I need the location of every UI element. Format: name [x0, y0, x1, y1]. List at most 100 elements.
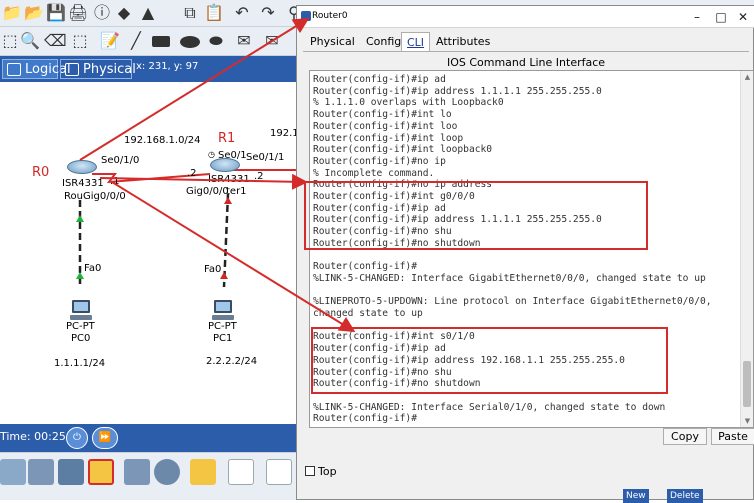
scroll-thumb[interactable]: [743, 361, 751, 407]
logical-tab-label: Logical: [25, 62, 71, 77]
console-cable-icon[interactable]: [228, 459, 254, 485]
cli-line: Router(config-if)#int g0/0/0: [313, 191, 475, 203]
device-category-multiuser-icon[interactable]: [154, 459, 180, 485]
cursor-coords: x: 231, y: 97: [136, 61, 199, 72]
new-button[interactable]: New: [623, 489, 649, 503]
pc0[interactable]: [70, 300, 92, 320]
select-icon[interactable]: ⬚: [2, 31, 18, 50]
cli-line: Router(config-if)#: [313, 413, 417, 425]
logical-view-tab[interactable]: Logical: [2, 59, 71, 79]
resize-icon[interactable]: ⬚: [72, 31, 88, 50]
zoom-icon[interactable]: ⚲: [288, 3, 300, 22]
draw-rectangle-icon[interactable]: [152, 36, 170, 47]
scroll-up-icon[interactable]: ▲: [744, 73, 751, 81]
highlight-box-gig: [304, 181, 648, 250]
device-palette: [0, 452, 300, 500]
pc0-network-label: 1.1.1.1/24: [54, 358, 106, 369]
pc1-port-label: Fa0: [204, 264, 222, 275]
cli-line: Router(config-if)#int lo: [313, 109, 452, 121]
checkbox-box[interactable]: [305, 466, 315, 476]
folder-icon[interactable]: 📂: [24, 3, 44, 22]
paste-button[interactable]: Paste: [711, 428, 754, 445]
cli-scrollbar[interactable]: ▲ ▼: [740, 71, 753, 427]
open-folder-icon[interactable]: 📁: [2, 3, 22, 22]
pc1[interactable]: [212, 300, 234, 320]
window-title: Router0: [312, 11, 348, 21]
network-icon[interactable]: ◆: [117, 3, 131, 22]
copy-icon[interactable]: ⧉: [184, 3, 196, 22]
cli-line: Router(config-if)#no ip: [313, 155, 446, 167]
tab-physical[interactable]: Physical: [310, 35, 355, 48]
pc0-port-label: Fa0: [84, 263, 102, 274]
power-cycle-button[interactable]: ⏻: [66, 427, 88, 449]
simple-pdu-icon[interactable]: ✉: [237, 31, 251, 50]
scroll-down-icon[interactable]: ▼: [744, 417, 751, 425]
pc1-network-label: 2.2.2.2/24: [206, 356, 258, 367]
cli-line: Router(config-if)#ip ad: [313, 202, 446, 214]
r0-gig-label: Gig0/0/0: [83, 191, 126, 202]
automatic-connection-icon[interactable]: [190, 459, 216, 485]
copper-straight-icon[interactable]: [266, 459, 292, 485]
device-category-connections-icon[interactable]: [88, 459, 114, 485]
pc1-name-label: PC1: [213, 333, 233, 344]
router-r1[interactable]: [210, 158, 240, 172]
tab-cli[interactable]: CLI: [401, 32, 431, 51]
tab-config[interactable]: Config: [366, 35, 402, 48]
window-titlebar[interactable]: Router0 – □ ✕: [297, 6, 754, 28]
physical-view-tab[interactable]: Physical: [60, 59, 136, 79]
redo-icon[interactable]: ↷: [261, 3, 275, 22]
close-icon[interactable]: ✕: [737, 10, 749, 24]
device-category-end-icon[interactable]: [28, 459, 54, 485]
cli-line: [313, 250, 738, 262]
delete-button[interactable]: Delete: [667, 489, 703, 503]
print-icon[interactable]: 🖨: [68, 3, 89, 22]
tab-divider: [303, 51, 749, 52]
cli-line: Router(config-if)#int s0/1/0: [313, 331, 475, 343]
cli-line: Router(config-if)#no shu: [313, 366, 452, 378]
cli-line: Router(config-if)#ip address 192.168.1.1…: [313, 354, 625, 366]
router-r0[interactable]: [67, 160, 97, 174]
pc0-name-label: PC0: [71, 333, 91, 344]
r1-ip-suffix-2: .2: [254, 171, 264, 182]
note-icon[interactable]: 📝: [100, 31, 120, 50]
undo-icon[interactable]: ↶: [235, 3, 249, 22]
cli-line: % 1.1.1.0 overlaps with Loopback0: [313, 97, 504, 109]
view-bar: Logical Physical x: 231, y: 97: [0, 56, 300, 82]
r1-clock-icon: ◷: [208, 150, 215, 159]
maximize-icon[interactable]: □: [715, 10, 727, 24]
complex-pdu-icon[interactable]: ✉: [265, 31, 279, 50]
cli-line: Router(config-if)#no shu: [313, 226, 452, 238]
cli-line: Router(config-if)#: [313, 261, 417, 273]
top-checkbox[interactable]: Top: [305, 465, 337, 478]
time-bar: Time: 00:25:47 ⏻ ⏩: [0, 424, 300, 452]
r1-name-label: R1: [218, 131, 236, 146]
link-status-pc0: [76, 272, 84, 279]
pc1-type-label: PC-PT: [208, 321, 237, 332]
device-category-components-icon[interactable]: [58, 459, 84, 485]
r1-gig-label: Gig0/0/0: [186, 186, 229, 197]
info-icon[interactable]: ⓘ: [93, 3, 110, 22]
copy-button[interactable]: Copy: [663, 428, 707, 445]
fast-forward-button[interactable]: ⏩: [92, 427, 118, 449]
cli-line: [313, 285, 738, 297]
network-label-left: 192.168.1.0/24: [124, 135, 201, 146]
device-category-misc-icon[interactable]: [124, 459, 150, 485]
highlight-box-serial: [311, 327, 668, 394]
inspect-icon[interactable]: 🔍: [20, 31, 40, 50]
save-icon[interactable]: 💾: [46, 3, 66, 22]
draw-ellipse-icon[interactable]: [180, 36, 200, 48]
cli-line: %LINK-5-CHANGED: Interface Serial0/1/0, …: [313, 401, 666, 413]
activity-wizard-icon[interactable]: ▲: [141, 3, 155, 22]
tool-toolbar: ⬚ 🔍 ⌫ ⬚ 📝 ╱ ⬬ ✉ ✉: [0, 27, 300, 56]
logical-icon: [7, 63, 21, 76]
physical-icon: [65, 63, 79, 76]
draw-line-icon[interactable]: ╱: [131, 31, 141, 50]
r0-ip-suffix: .1: [110, 176, 120, 187]
device-category-network-icon[interactable]: [0, 459, 26, 485]
paste-icon[interactable]: 📋: [204, 3, 224, 22]
freeform-icon[interactable]: ⬬: [209, 31, 223, 50]
delete-icon[interactable]: ⌫: [44, 31, 67, 50]
logical-workspace[interactable]: R0 R1 192.168.1.0/24 192.16 Se0/1/0 Se0/…: [0, 82, 305, 424]
minimize-icon[interactable]: –: [694, 10, 700, 24]
tab-attributes[interactable]: Attributes: [436, 35, 491, 48]
